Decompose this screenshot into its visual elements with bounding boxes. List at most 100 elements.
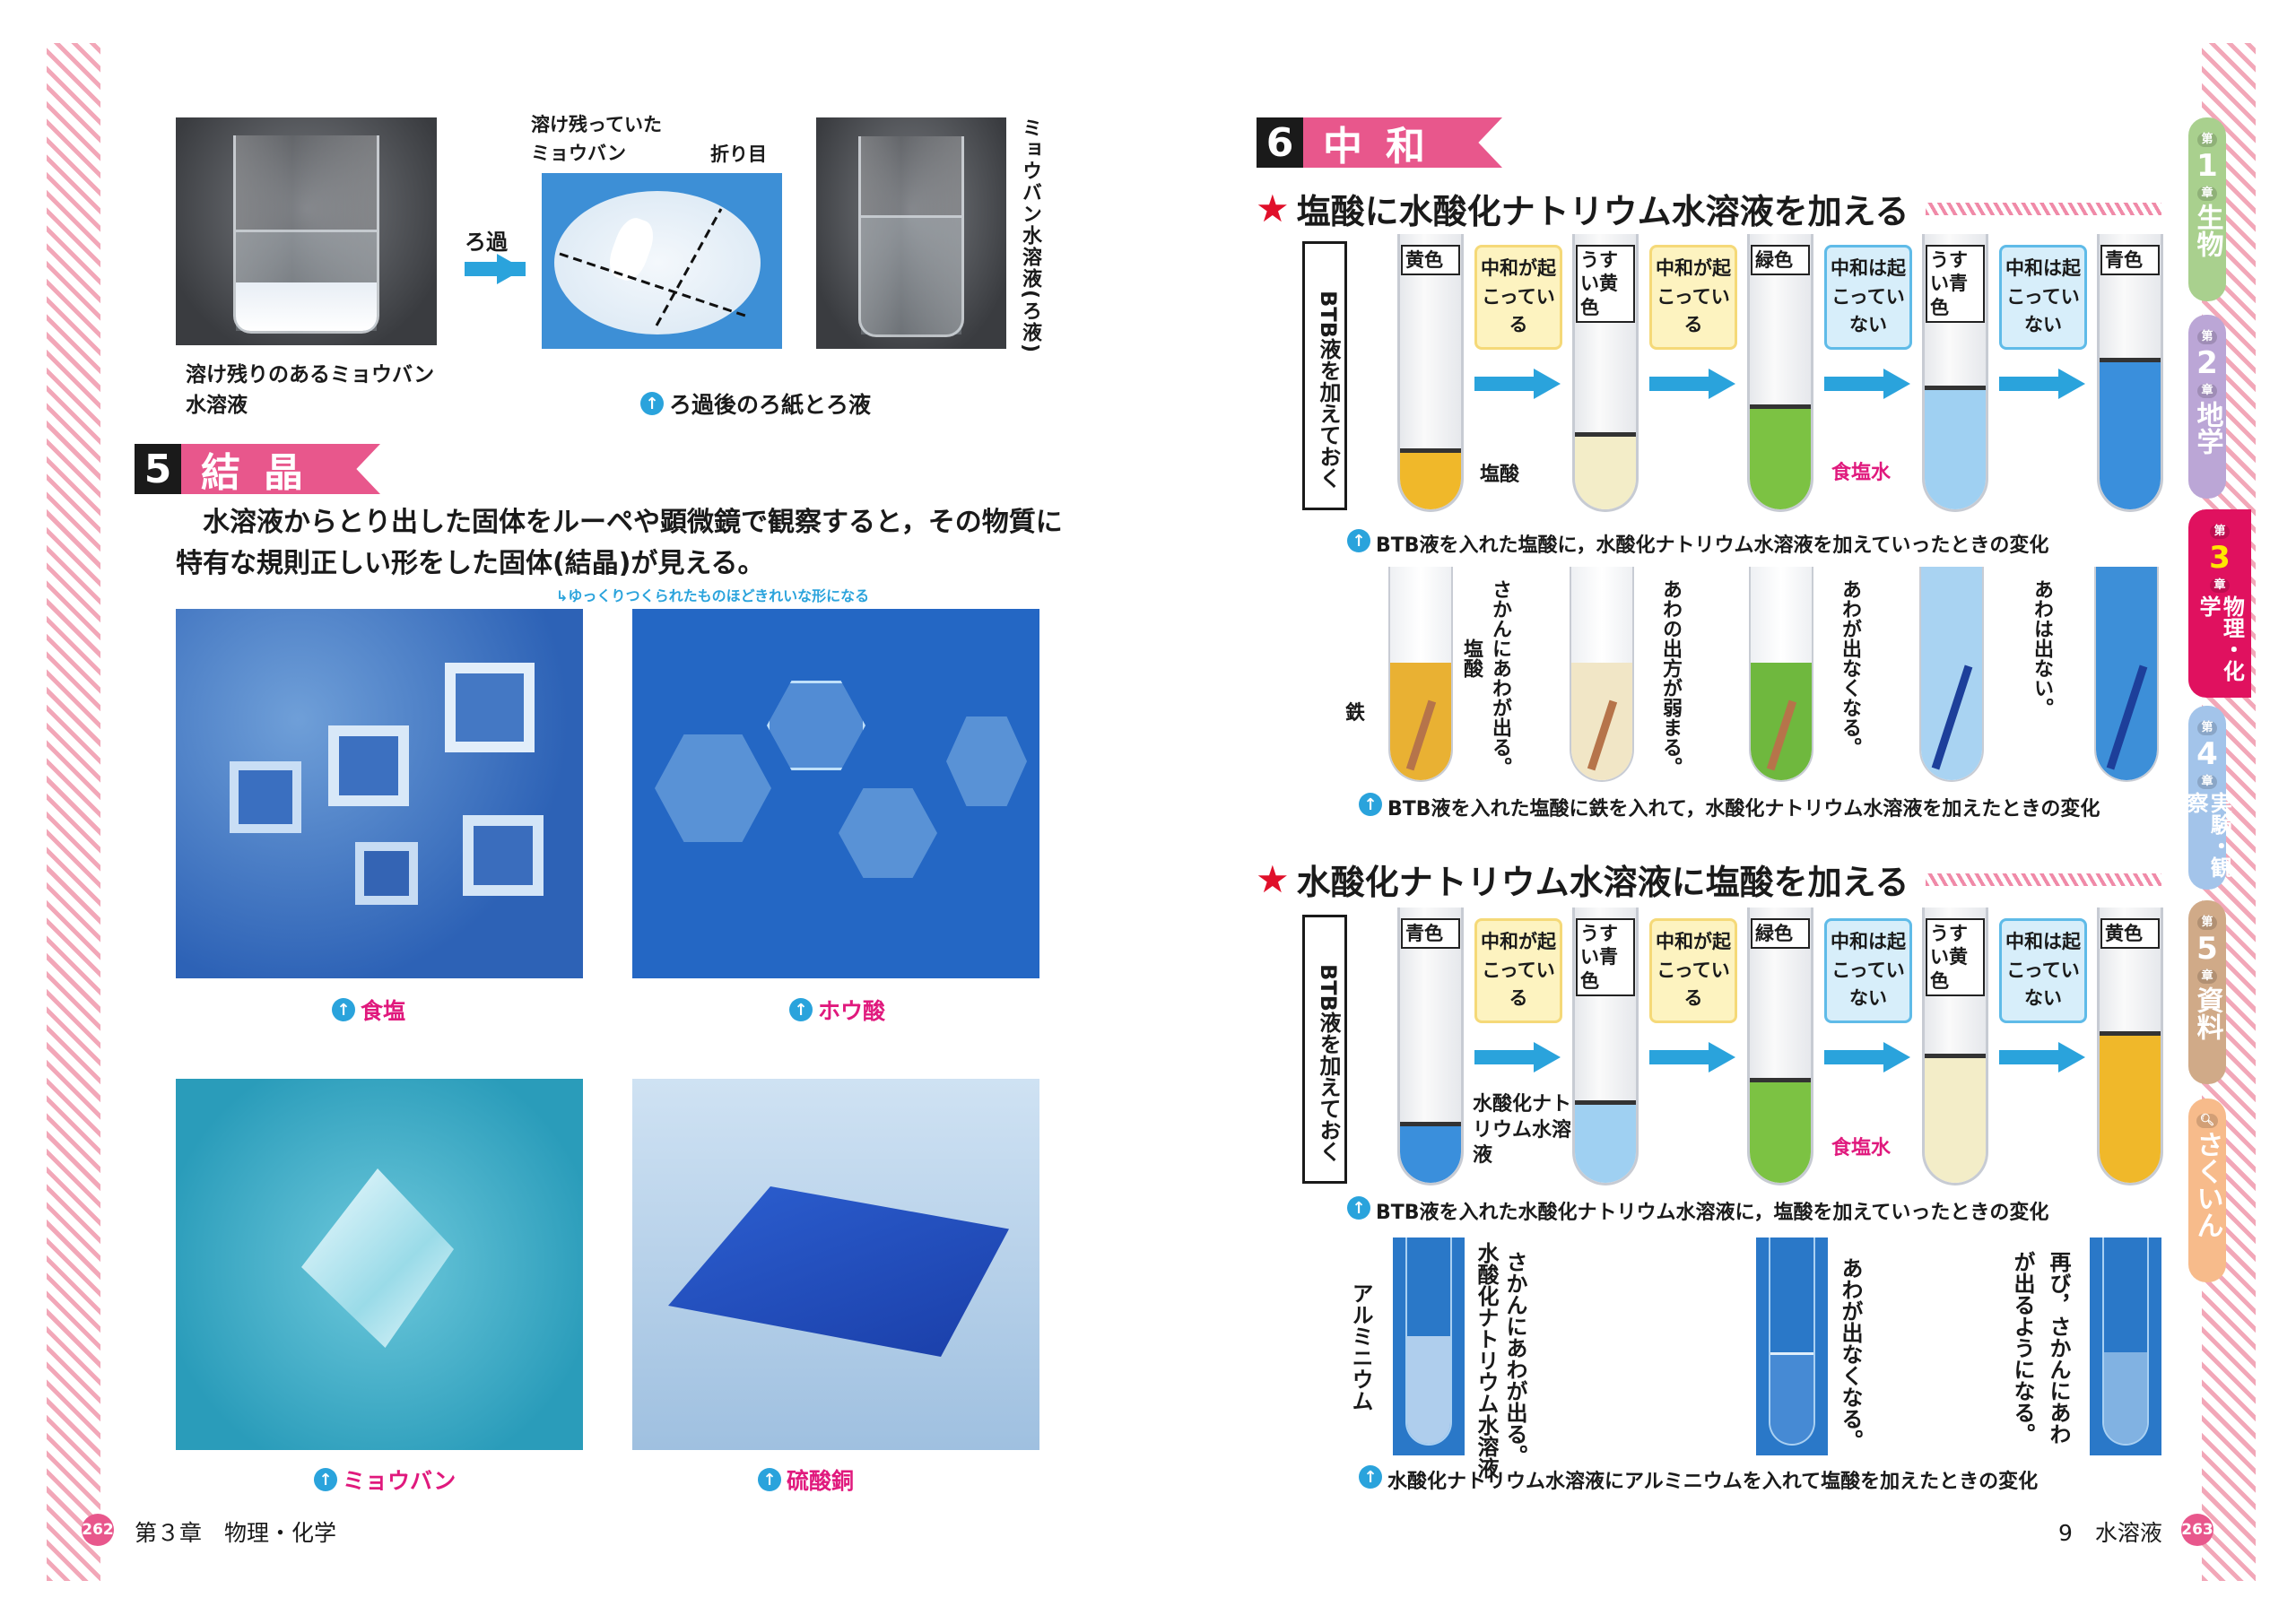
neutralization-status-box: 中和が起こっている [1649, 245, 1737, 350]
tube-liquid [1575, 1099, 1636, 1183]
iron-tube-photo [2094, 567, 2159, 782]
iron-experiment-photos: 鉄塩酸さかんにあわが出る。あわの出方が弱まる。あわが出なくなる。あわは出ない。 [1336, 567, 2161, 786]
tab-label: 資料 [2191, 986, 2223, 1040]
salt-crystal-photo [176, 609, 583, 978]
experiment-1-caption: ↑BTB液を入れた塩酸に，水酸化ナトリウム水溶液を加えていったときの変化 [1347, 529, 2048, 558]
iron-observation-note: あわが出なくなる。 [1839, 579, 1861, 757]
tube-liquid [2096, 567, 2157, 780]
beaker-caption: 溶け残りのあるミョウバン水溶液 [186, 363, 435, 417]
aluminum-note-1: さかんにあわが出る。 [1502, 1251, 1527, 1466]
crystal-note: ↳ゆっくりつくられたものほどきれいな形になる [556, 587, 870, 604]
beaker-with-leftover-alum-photo [176, 117, 437, 345]
test-tube [2097, 234, 2163, 512]
tab-number: 2 [2196, 345, 2218, 382]
aluminum-tube-photo-1 [1393, 1238, 1465, 1455]
right-arrow-icon [1649, 369, 1735, 399]
tube-liquid [1400, 448, 1461, 509]
tab-label: 生物 [2191, 203, 2223, 257]
btb-side-label: BTB液を加えておく [1302, 241, 1347, 510]
boric-acid-crystal-photo [632, 609, 1039, 978]
tube-liquid [2100, 358, 2161, 509]
tab-label: さくいん [2191, 1131, 2223, 1239]
fold-label: 折り目 [710, 143, 767, 165]
filter-paper-photo [542, 173, 782, 349]
section-6-header: 6 中和 [1257, 117, 1502, 168]
caption-text: 水酸化ナトリウム水溶液にアルミニウムを入れて塩酸を加えたときの変化 [1387, 1471, 2039, 1493]
test-tube [1397, 908, 1464, 1185]
tube-liquid [1750, 404, 1811, 509]
chapter-tab-6[interactable]: 🔍︎さくいん [2188, 1099, 2226, 1282]
section-number: 6 [1257, 117, 1303, 168]
iron-tube-photo [1570, 567, 1634, 782]
aluminum-label: アルミニウム [1348, 1282, 1373, 1411]
iron-caption: ↑BTB液を入れた塩酸に鉄を入れて，水酸化ナトリウム水溶液を加えたときの変化 [1359, 793, 2100, 821]
alum-caption: ↑ミョウバン [314, 1463, 456, 1496]
experiment-1-diagram: BTB液を加えておく黄色うすい黄色緑色うすい青色青色中和が起こっている中和が起こ… [1302, 234, 2163, 521]
fold-lines [559, 208, 749, 326]
filtrate-beaker-photo [816, 117, 1006, 349]
annotation-salt-water: 食塩水 [1831, 462, 1892, 484]
tab-suffix: 章 [2197, 186, 2217, 201]
tab-suffix: 章 [2197, 774, 2217, 789]
neutralization-status-box: 中和が起こっている [1649, 918, 1737, 1023]
btb-side-label: BTB液を加えておく [1302, 915, 1347, 1184]
zigzag-decoration [1925, 202, 2161, 215]
filtration-caption: ↑ろ過後のろ紙とろ液 [640, 387, 871, 420]
section-5-header: 5 結晶 [135, 444, 380, 494]
tab-prefix: 第 [2197, 916, 2217, 931]
iron-tube-photo [1388, 567, 1453, 782]
naoh-solution-label: 水酸化ナトリウム水溶液 [1474, 1242, 1499, 1479]
test-tube [1397, 234, 1464, 512]
annotation-base: 水酸化ナトリウム水溶液 [1473, 1093, 1572, 1168]
right-arrow-icon [1824, 1042, 1910, 1073]
up-arrow-icon: ↑ [789, 998, 813, 1021]
filtrate-label: ミョウバン水溶液(ろ液) [1019, 117, 1041, 355]
experiment-2-title: ★水酸化ナトリウム水溶液に塩酸を加える [1256, 855, 2161, 904]
tab-number: 5 [2196, 931, 2218, 968]
tube-color-label: 緑色 [1751, 245, 1810, 276]
aluminum-tube-photo-3 [2090, 1238, 2161, 1455]
aluminum-note-3: 再び，さかんにあわが出るようになる。 [2010, 1251, 2071, 1445]
page-number-left: 262 [82, 1514, 114, 1546]
iron-observation-note: さかんにあわが出る。 [1489, 579, 1511, 777]
annotation-salt-water: 食塩水 [1831, 1137, 1892, 1159]
tube-color-label: うすい黄色 [1576, 245, 1635, 323]
right-arrow-icon [1999, 369, 2085, 399]
up-arrow-icon: ↑ [1347, 529, 1370, 552]
aluminum-tube-photo-2 [1756, 1238, 1828, 1455]
title-text: 塩酸に水酸化ナトリウム水溶液を加える [1296, 192, 1909, 231]
zigzag-decoration [1925, 873, 2161, 886]
tab-suffix: 章 [2197, 383, 2217, 398]
up-arrow-icon: ↑ [1359, 1465, 1382, 1489]
acid-label: 塩酸 [1460, 638, 1483, 678]
copper-sulfate-crystal-photo [632, 1079, 1039, 1450]
tab-label: 実験・観察 [2183, 791, 2232, 878]
tube-liquid [1925, 1053, 1986, 1183]
tube-color-label: 黄色 [2100, 918, 2160, 950]
up-arrow-icon: ↑ [758, 1468, 781, 1491]
experiment-2-diagram: BTB液を加えておく青色うすい青色緑色うすい黄色黄色中和が起こっている中和が起こ… [1302, 908, 2163, 1194]
test-tube [1747, 234, 1813, 512]
up-arrow-icon: ↑ [332, 998, 355, 1021]
alum-crystal-photo [176, 1079, 583, 1450]
up-arrow-icon: ↑ [1347, 1196, 1370, 1220]
caption-text: BTB液を入れた水酸化ナトリウム水溶液に，塩酸を加えていったときの変化 [1376, 1202, 2049, 1224]
section-5-paragraph: 水溶液からとり出した固体をルーペや顕微鏡で観察すると，その物質に特有な規則正しい… [176, 507, 1063, 579]
copper-sulfate-caption: ↑ 硫酸銅 [758, 1463, 854, 1496]
caption-text: BTB液を入れた塩酸に鉄を入れて，水酸化ナトリウム水溶液を加えたときの変化 [1387, 798, 2100, 821]
caption-text: 硫酸銅 [787, 1468, 855, 1494]
iron-observation-note: あわの出方が弱まる。 [1659, 579, 1682, 777]
aluminum-caption: ↑水酸化ナトリウム水溶液にアルミニウムを入れて塩酸を加えたときの変化 [1359, 1465, 2038, 1494]
title-text: 水酸化ナトリウム水溶液に塩酸を加える [1296, 863, 1909, 902]
tab-prefix: 第 [2210, 525, 2230, 540]
experiment-2-caption: ↑ BTB液を入れた水酸化ナトリウム水溶液に，塩酸を加えていったときの変化 [1347, 1196, 2048, 1225]
tube-color-label: 青色 [1401, 918, 1460, 950]
filtration-arrow-icon [465, 254, 526, 284]
star-icon: ★ [1256, 857, 1290, 901]
tab-label: 地学 [2191, 400, 2223, 455]
